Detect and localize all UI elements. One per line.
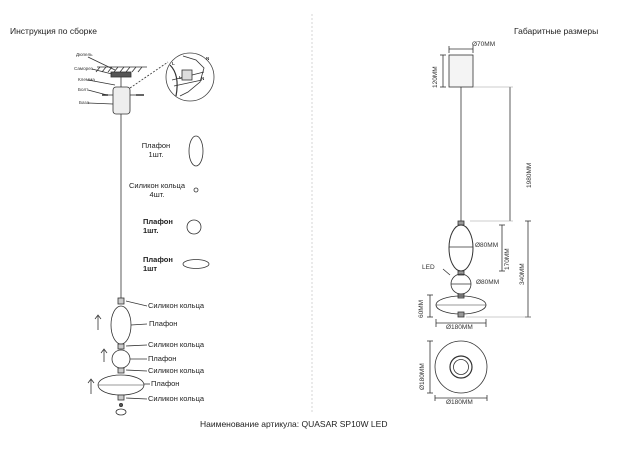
assembly-label-7: Силикон кольца [148,394,205,403]
mount-label-terminal: Клемма [78,77,95,82]
dim-body-height: 340ММ [519,263,526,285]
parts-list-shade-1: Плафон 1шт. [141,141,171,159]
detail-letter-n2: N [201,76,205,81]
up-arrow-2 [100,348,108,362]
dim-total-height: 1980ММ [526,162,533,188]
canopy-base [112,86,131,115]
detail-letter-l1: L [172,61,175,66]
mounting-bracket [110,71,132,78]
assembly-label-2: Плафон [149,319,178,328]
detail-letter-n1: N [206,56,210,61]
dim-disc-height: 60ММ [418,299,425,318]
bottom-view-outer [434,340,488,394]
canopy-outline [448,54,474,88]
mount-label-screw: Саморез [74,66,93,71]
detail-letter-l2: L [179,75,182,80]
bottom-view-inner [449,355,473,379]
part-shade-disc [182,259,210,269]
assembly-label-5: Силикон кольца [148,366,205,375]
part-silicone-ring [193,187,199,193]
mount-label-bolt: Болт [78,87,89,92]
mount-label-base: База [79,100,90,105]
assembly-label-3: Силикон кольца [148,340,205,349]
assembly-shade-round [111,349,131,369]
up-arrow-1 [94,314,102,330]
dim-shade-mid-diameter: Ø80ММ [476,279,500,286]
up-arrow-3 [87,378,95,394]
lamp-shade-elongated [448,224,474,272]
dim-shade-top-diameter: Ø80ММ [475,242,499,249]
part-shade-round [186,219,202,235]
dim-disc-diameter: Ø180ММ [446,324,473,331]
mount-label-dowel: Дюпель [76,52,93,57]
dim-canopy-diameter: Ø70ММ [472,41,496,48]
dim-bottom-diameter: Ø180ММ [446,399,473,406]
dim-canopy-height: 120ММ [432,66,439,88]
parts-list-silicone: Силикон кольца 4шт. [128,181,186,199]
assembly-shade-elongated [110,305,132,345]
parts-list-shade-2: Плафон 1шт. [143,217,173,235]
article-name: Наименование артикула: QUASAR SP10W LED [200,419,388,429]
led-label: LED [422,264,435,271]
ceiling-hatch [95,66,147,73]
part-shade-elongated [188,135,204,167]
dim-bottom-diameter-vertical: Ø180ММ [419,363,426,390]
parts-list-shade-3: Плафон 1шт [143,255,173,273]
dim-shade-height: 170ММ [504,248,511,270]
assembly-header: Инструкция по сборке [10,26,97,36]
wiring-detail-circle [165,52,215,102]
assembly-label-4: Плафон [148,354,177,363]
dimensions-header: Габаритные размеры [514,26,599,36]
assembly-label-1: Силикон кольца [148,301,205,310]
assembly-label-6: Плафон [151,379,180,388]
